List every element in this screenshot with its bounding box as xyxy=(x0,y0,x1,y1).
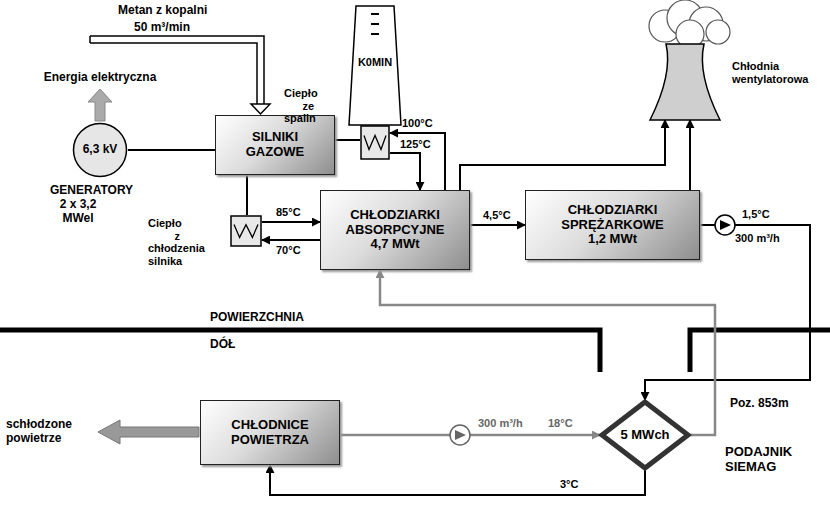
annotation-label: 3°C xyxy=(560,478,578,491)
pipe-connector xyxy=(460,120,665,190)
node-caption: PODAJNIK SIEMAG xyxy=(725,445,810,475)
methane-arrowhead xyxy=(251,104,270,114)
annotation-label: Energia elektryczna xyxy=(40,71,160,85)
node-label: CHŁODZIARKI SPRĘŻARKOWE xyxy=(532,203,693,233)
node-caption: Ciepło z chłodzenia silnika xyxy=(148,217,180,268)
annotation-label: 18°C xyxy=(548,417,573,430)
node-label: 5 MWch xyxy=(620,428,669,443)
node-caption: Ciepło ze spalin xyxy=(284,87,314,125)
pipe-connector xyxy=(470,224,525,226)
cooling-tower-outline xyxy=(640,2,730,120)
node-label: CHŁODZIARKI ABSORPCYJNE xyxy=(327,208,463,238)
ground-line xyxy=(0,330,830,372)
process-box: SILNIKI GAZOWE xyxy=(215,115,335,175)
process-box: CHŁODNICE POWIETRZA xyxy=(200,400,340,465)
heat-exchanger-outline xyxy=(360,125,390,160)
annotation-label: POWIERZCHNIA xyxy=(210,311,304,325)
process-box: CHŁODZIARKI SPRĘŻARKOWE1,2 MWt xyxy=(525,190,700,260)
cooled-air-arrow xyxy=(98,420,199,444)
heat-exchanger-outline xyxy=(230,215,262,247)
pipe-connector xyxy=(390,153,420,190)
annotation-label: 1,5°C xyxy=(742,208,770,221)
annotation-label: Poz. 853m xyxy=(730,397,789,411)
annotation-label: Metan z kopalni xyxy=(118,4,207,18)
pipe-connector xyxy=(270,465,645,495)
methane-pipe xyxy=(90,36,264,104)
heat-exchanger: Ciepło ze spalin xyxy=(360,125,390,160)
pipe-connector xyxy=(246,175,248,215)
pipe-connector xyxy=(335,139,360,141)
pipe-connector xyxy=(262,221,320,223)
annotation-label: 300 m³/h xyxy=(735,232,780,245)
process-box: CHŁODZIARKI ABSORPCYJNE4,7 MWt xyxy=(320,190,470,270)
node-label: SILNIKI GAZOWE xyxy=(222,130,328,160)
node-label: 4,7 MWt xyxy=(370,237,419,252)
annotation-label: 85°C xyxy=(276,206,301,219)
pipe-connector xyxy=(390,133,445,190)
node-caption: GENERATORY 2 x 3,2 MWel xyxy=(50,184,106,225)
energy-arrow xyxy=(88,89,112,121)
feeder-diamond: 5 MWchPODAJNIK SIEMAG xyxy=(600,400,690,470)
annotation-label: 300 m³/h xyxy=(478,417,523,430)
annotation-label: 50 m³/min xyxy=(134,21,190,35)
annotation-label: schłodzone powietrze xyxy=(6,418,94,446)
annotation-label: 70°C xyxy=(276,244,301,257)
pump-symbol xyxy=(450,425,470,445)
pipe-connector xyxy=(262,239,320,241)
node-label: 6,3 kV xyxy=(83,143,118,157)
generator-circle: 6,3 kVGENERATORY 2 x 3,2 MWel xyxy=(72,122,128,178)
node-caption: Chłodnia wentylatorowa xyxy=(732,60,822,85)
pipe-connector xyxy=(380,270,715,435)
annotation-label: 125°C xyxy=(400,138,431,151)
pipe-connector xyxy=(689,120,691,190)
pump-symbol xyxy=(715,215,735,235)
chimney: K0MIN xyxy=(349,6,401,125)
annotation-label: 100°C xyxy=(402,117,433,130)
pipe-connector xyxy=(128,149,215,151)
heat-exchanger: Ciepło z chłodzenia silnika xyxy=(230,215,262,247)
node-label: CHŁODNICE POWIETRZA xyxy=(207,418,333,448)
annotation-label: DÓŁ xyxy=(210,338,235,352)
node-label: 1,2 MWt xyxy=(588,232,637,247)
edge-label: 4,5°C xyxy=(482,209,512,222)
node-label: K0MIN xyxy=(358,56,392,69)
cooling-tower: Chłodnia wentylatorowa xyxy=(640,2,730,120)
